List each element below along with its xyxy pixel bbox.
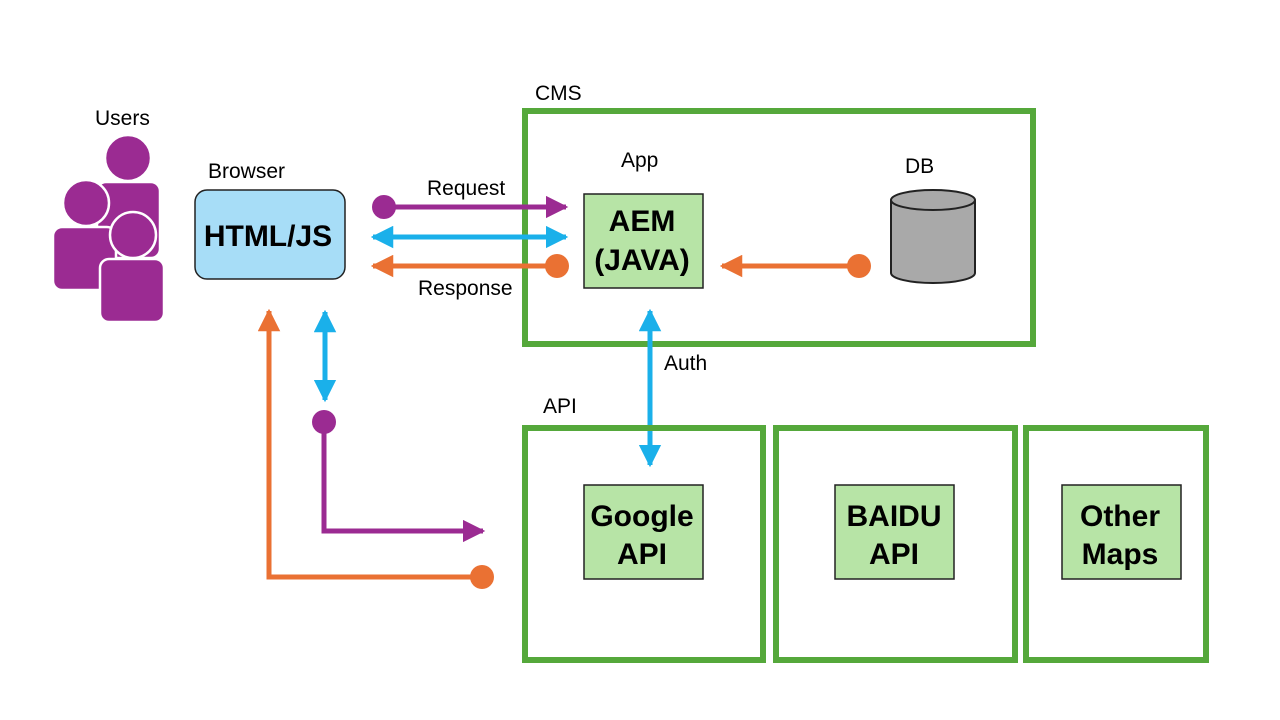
browser-label: Browser [208,160,285,183]
other-maps-line2: Maps [1082,538,1159,571]
auth-label: Auth [664,352,707,375]
aem-app-box [583,193,704,289]
app-label: App [621,149,658,172]
request-arrow [372,195,569,219]
api-label: API [543,395,577,418]
cms-label: CMS [535,82,582,105]
aem-app-line2: (JAVA) [594,244,690,277]
baidu-api-line1: BAIDU [847,500,942,533]
browser-box [194,189,346,280]
browser-box-text: HTML/JS [204,220,332,253]
aem-app-line1: AEM [609,205,676,238]
google-api-line1: Google [590,500,693,533]
api-container-google [522,425,766,663]
other-maps-line1: Other [1080,500,1160,533]
request-label: Request [427,177,505,200]
other-maps-box [1061,484,1182,580]
response-label: Response [418,277,513,300]
api-container-other [1023,425,1209,663]
database-cylinder-icon [890,189,976,284]
users-label: Users [95,107,150,130]
browser-api-request-connector [312,410,486,543]
google-api-line2: API [617,538,667,571]
db-label: DB [905,155,934,178]
api-container-baidu [773,425,1018,663]
response-arrow [370,254,569,278]
baidu-api-line2: API [869,538,919,571]
google-api-box [583,484,704,580]
api-browser-response-connector [257,308,494,589]
baidu-api-box [834,484,955,580]
users-group-icon [51,133,166,324]
db-to-app-connector [719,254,871,278]
